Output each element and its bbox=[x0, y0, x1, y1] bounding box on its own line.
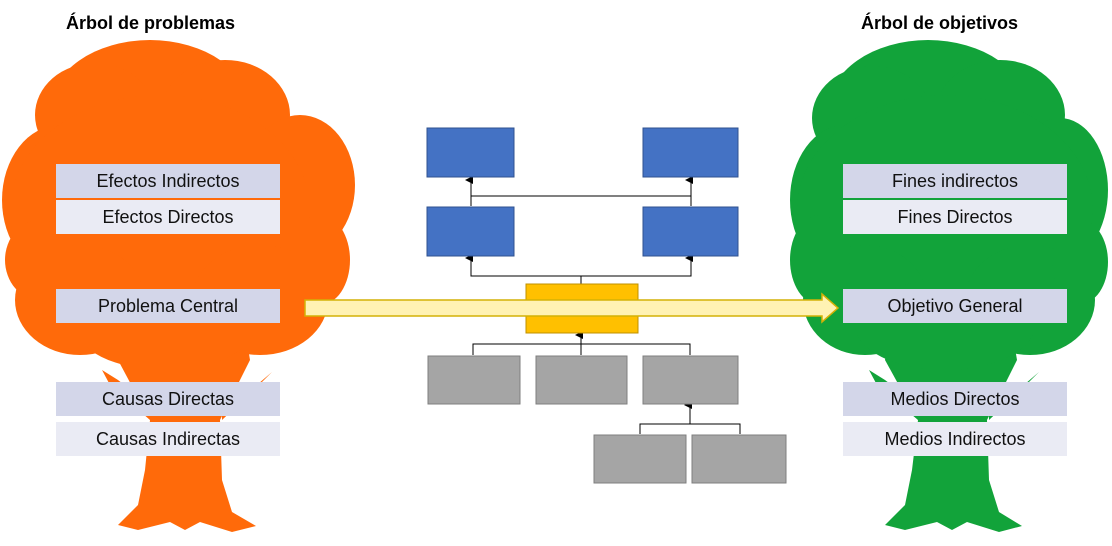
label-indirect-causes: Causas Indirectas bbox=[56, 422, 280, 456]
label-direct-causes: Causas Directas bbox=[56, 382, 280, 416]
diagram-connectors bbox=[465, 176, 741, 434]
label-indirect-effects: Efectos Indirectos bbox=[56, 164, 280, 198]
objective-tree-title: Árbol de objetivos bbox=[861, 13, 1019, 33]
gray-box-5 bbox=[691, 434, 787, 484]
blue-box-top-right bbox=[642, 127, 739, 178]
blue-box-mid-right bbox=[642, 206, 739, 257]
label-indirect-ends: Fines indirectos bbox=[843, 164, 1067, 198]
label-direct-ends: Fines Directos bbox=[843, 200, 1067, 234]
transformation-arrow bbox=[304, 292, 840, 324]
label-direct-effects: Efectos Directos bbox=[56, 200, 280, 234]
label-general-objective: Objetivo General bbox=[843, 289, 1067, 323]
gray-box-1 bbox=[427, 355, 521, 405]
problem-tree-title: Árbol de problemas bbox=[66, 13, 236, 33]
label-central-problem: Problema Central bbox=[56, 289, 280, 323]
blue-box-top-left bbox=[426, 127, 515, 178]
label-direct-means: Medios Directos bbox=[843, 382, 1067, 416]
blue-box-mid-left bbox=[426, 206, 515, 257]
problem-tree-canopy bbox=[2, 40, 355, 370]
gray-box-2 bbox=[535, 355, 628, 405]
label-indirect-means: Medios Indirectos bbox=[843, 422, 1067, 456]
gray-box-4 bbox=[593, 434, 687, 484]
gray-box-3 bbox=[642, 355, 739, 405]
